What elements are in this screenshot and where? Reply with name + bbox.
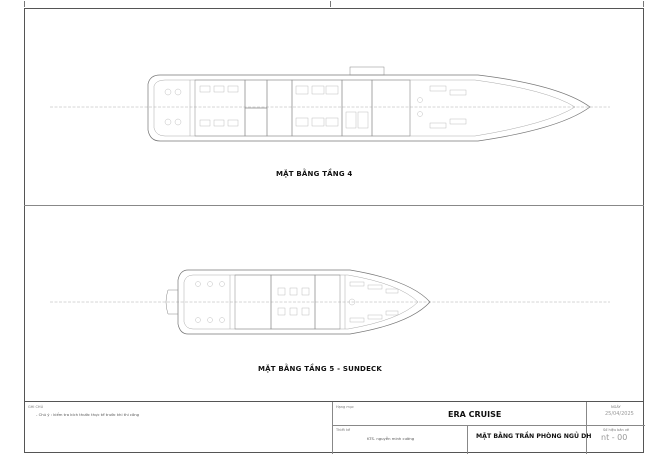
project-heading: Hạng mục — [336, 405, 354, 409]
date-value: 25/04/2025 — [605, 411, 634, 417]
notes-text: - Chú ý : kiểm tra kích thước thực tế tr… — [36, 412, 140, 417]
notes-heading: GHI CHÚ — [28, 405, 44, 409]
title-block-rule — [587, 425, 645, 426]
title-block-rule — [333, 425, 587, 426]
date-heading: NGÀY — [611, 405, 621, 409]
drawing-frame — [24, 8, 644, 453]
sheet-no-value: nt - 00 — [601, 433, 628, 442]
sheet-title-cell: MẶT BẰNG TRẦN PHÒNG NGỦ DH — [467, 425, 591, 454]
frame-tick — [24, 1, 25, 7]
title-block: GHI CHÚ - Chú ý : kiểm tra kích thước th… — [24, 401, 645, 454]
project-cell: Hạng mục ERA CRUISE Thiết kế KTS. nguyễn… — [332, 402, 591, 454]
section-divider — [24, 205, 644, 206]
designer-heading: Thiết kế — [336, 428, 351, 432]
sheet-title: MẶT BẰNG TRẦN PHÒNG NGỦ DH — [476, 433, 592, 440]
floor5-label: MẶT BẰNG TẦNG 5 - SUNDECK — [258, 365, 383, 373]
floor4-label: MẶT BẰNG TẦNG 4 — [276, 170, 353, 178]
frame-tick — [643, 1, 644, 7]
sheet-no-heading: Số hiệu bản vẽ — [603, 428, 630, 432]
frame-tick — [330, 1, 331, 7]
date-cell: NGÀY 25/04/2025 Số hiệu bản vẽ nt - 00 — [586, 402, 645, 454]
project-name: ERA CRUISE — [448, 410, 502, 419]
designer-name: KTS. nguyễn minh cường — [367, 436, 415, 441]
